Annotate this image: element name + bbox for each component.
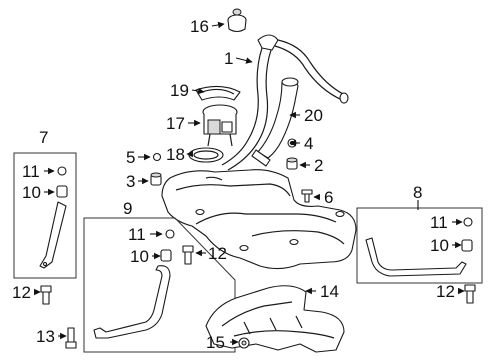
clip-part-5 (152, 152, 162, 162)
callout-12-mid: 12 (208, 244, 227, 263)
callout-16: 16 (190, 17, 209, 36)
callout-11-left: 11 (22, 162, 40, 181)
callout-12-right: 12 (436, 282, 455, 301)
callout-18: 18 (166, 145, 185, 164)
strap-part-8 (365, 217, 473, 277)
callout-10-mid: 10 (130, 247, 149, 266)
callout-17: 17 (166, 114, 185, 133)
bolt-part-12-right (464, 284, 476, 304)
leader-lines (34, 21, 465, 346)
callout-20: 20 (304, 106, 323, 125)
callout-14: 14 (320, 282, 339, 301)
filler-pipe-part (221, 34, 349, 171)
group-box-8 (356, 207, 483, 284)
grommet-part-2 (286, 157, 298, 170)
vent-tube-part (251, 77, 299, 167)
callout-19: 19 (170, 81, 189, 100)
fuel-pump-module-part (202, 104, 238, 147)
callout-2: 2 (314, 156, 323, 175)
callout-1: 1 (224, 49, 233, 68)
callout-5: 5 (126, 148, 135, 167)
bolt-part-12-left (40, 285, 52, 305)
seal-ring-part (195, 85, 241, 101)
callout-11-right: 11 (430, 213, 448, 232)
grommet-part-3 (150, 172, 162, 186)
callout-11-mid: 11 (128, 225, 146, 244)
bolt-part-12-mid (182, 245, 194, 265)
callout-3: 3 (126, 172, 135, 191)
callout-12-left: 12 (12, 283, 31, 302)
lock-ring-part (188, 147, 224, 163)
strap-part-7 (39, 166, 68, 269)
callout-10-right: 10 (430, 236, 449, 255)
fuel-tank-part (161, 169, 357, 270)
callout-7: 7 (39, 128, 48, 147)
callout-9: 9 (123, 199, 132, 218)
callout-8: 8 (413, 183, 422, 202)
callout-4: 4 (304, 134, 313, 153)
filler-cap-part (227, 8, 247, 33)
group-box-7 (13, 152, 77, 279)
callout-15: 15 (206, 333, 225, 352)
nut-part-15 (238, 337, 250, 349)
strap-part-9 (93, 229, 175, 339)
callout-10-left: 10 (22, 183, 41, 202)
callout-6: 6 (324, 188, 333, 207)
bolt-part-6 (301, 189, 313, 203)
callout-13: 13 (36, 327, 55, 346)
callout-labels: 16 1 19 20 17 4 5 18 2 7 11 10 3 6 8 9 1… (12, 17, 455, 352)
bolt-part-13 (65, 327, 77, 349)
